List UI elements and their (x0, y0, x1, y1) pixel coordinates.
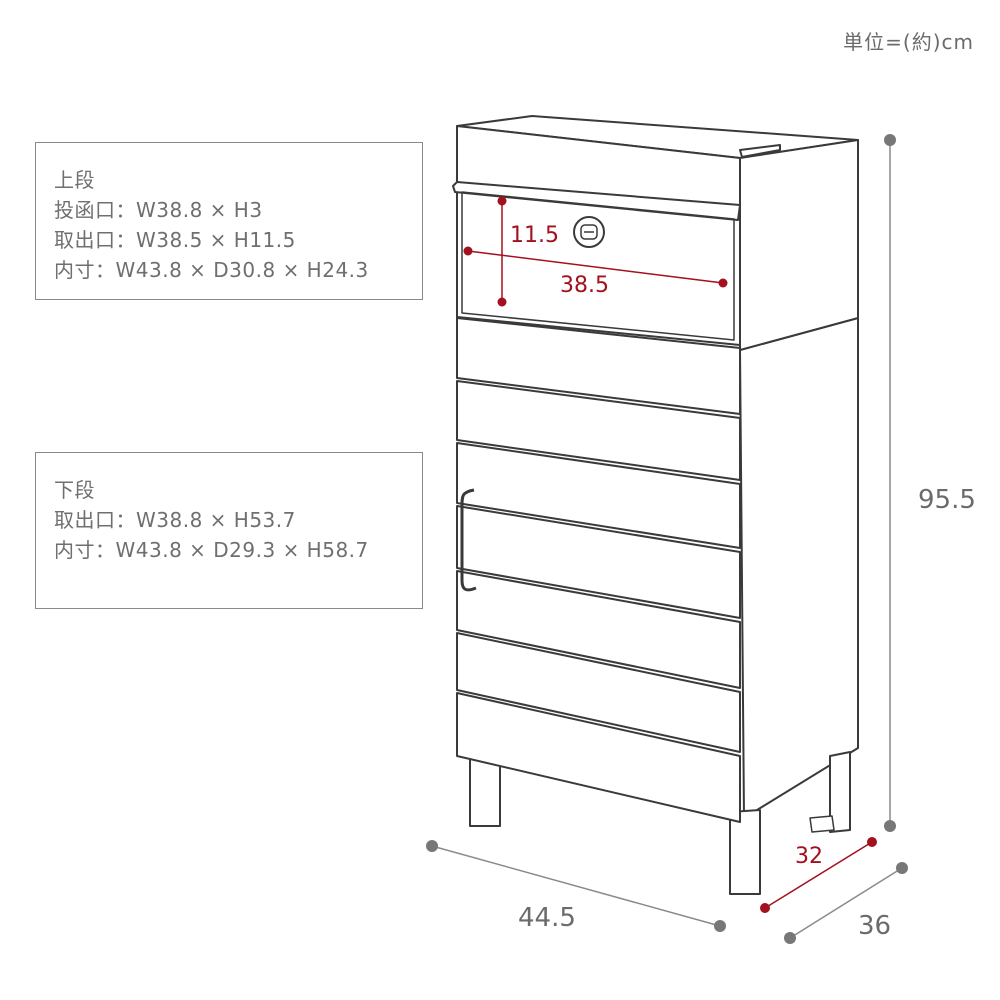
dim-point (497, 196, 507, 206)
cabinet-side-panel (739, 317, 859, 819)
leg-back-right (829, 751, 851, 833)
outlet-window (461, 191, 735, 341)
panel-2 (456, 380, 741, 481)
lower-spec-box: 下段 取出口：W38.8 × H53.7 内寸：W43.8 × D29.3 × … (35, 452, 423, 609)
upper-spec-line-inner: 内寸：W43.8 × D30.8 × H24.3 (54, 258, 369, 282)
dim-point (718, 278, 728, 288)
dim-opening-width-label: 38.5 (560, 273, 609, 298)
dim-point (784, 932, 796, 944)
dim-height-label: 95.5 (918, 485, 976, 515)
dim-point (463, 246, 473, 256)
gray-dimensions (426, 134, 908, 944)
red-dimensions (463, 196, 877, 913)
dim-point (867, 837, 877, 847)
dim-point (884, 820, 896, 832)
unit-label: 単位=(約)cm (843, 30, 974, 54)
dim-point (426, 840, 438, 852)
dim-width-label: 44.5 (518, 903, 576, 933)
door-handle (460, 488, 477, 592)
mail-slot-strip (452, 181, 741, 221)
leg-front-left (469, 757, 501, 827)
upper-spec-title: 上段 (54, 168, 95, 192)
panel-3 (456, 442, 741, 549)
panel-5 (456, 570, 741, 689)
dim-point (714, 920, 726, 932)
cabinet-drawing (452, 115, 859, 895)
panel-6 (456, 632, 741, 753)
lower-spec-line-inner: 内寸：W43.8 × D29.3 × H58.7 (54, 538, 369, 562)
lower-spec-title: 下段 (54, 478, 95, 502)
upper-spec-line-slot: 投函口：W38.8 × H3 (54, 198, 263, 222)
dim-opening-height-label: 11.5 (510, 223, 559, 248)
mail-slot-lip (739, 144, 781, 158)
top-box-side (739, 139, 859, 351)
dim-point (497, 297, 507, 307)
panel-1 (456, 317, 741, 415)
leg-foot-plate (809, 815, 835, 833)
panel-7 (456, 692, 741, 823)
upper-spec-box: 上段 投函口：W38.8 × H3 取出口：W38.5 × H11.5 内寸：W… (35, 142, 423, 300)
leg-front-right (729, 809, 761, 895)
lower-spec-line-outlet: 取出口：W38.8 × H53.7 (54, 508, 296, 532)
lock-icon (573, 216, 605, 248)
dim-point (884, 134, 896, 146)
panel-4 (456, 505, 741, 619)
dim-inner-depth-label: 32 (795, 844, 823, 869)
dim-depth-label: 36 (858, 911, 891, 941)
upper-spec-line-outlet: 取出口：W38.5 × H11.5 (54, 228, 296, 252)
dim-point (896, 862, 908, 874)
dim-point (760, 903, 770, 913)
